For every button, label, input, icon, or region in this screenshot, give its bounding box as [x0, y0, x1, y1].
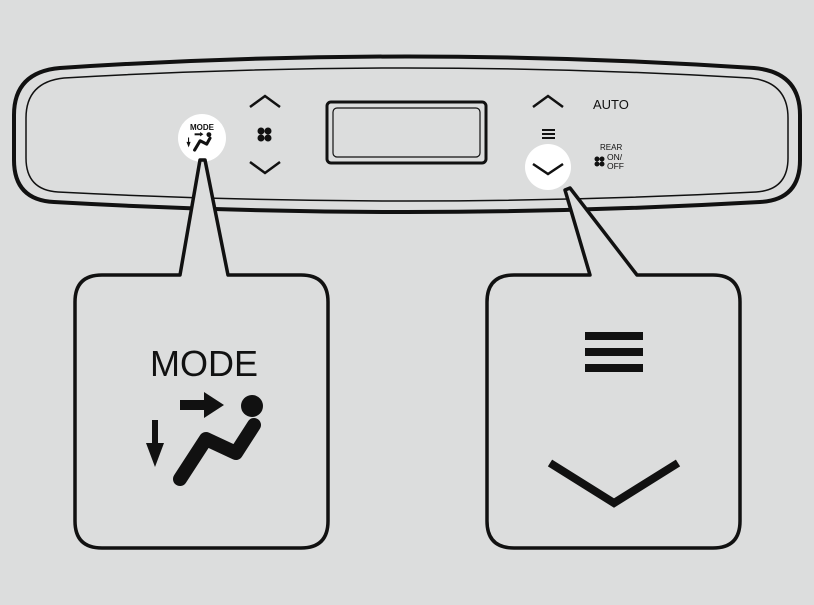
callout-menu-lines-icon	[585, 332, 643, 372]
airflow-mode-icon	[186, 132, 212, 152]
rear-on-off-button[interactable]: REAR ON/ OFF	[594, 143, 625, 171]
mode-button[interactable]: MODE	[178, 114, 226, 162]
callout-airflow-mode-icon	[146, 392, 263, 486]
temp-down-button[interactable]	[525, 144, 571, 190]
fan-up-button[interactable]	[249, 94, 281, 109]
rear-fan-icon	[594, 156, 605, 167]
temp-down-callout	[485, 186, 742, 550]
callout-chevron-down-icon	[547, 459, 681, 508]
temp-up-button[interactable]	[532, 94, 564, 109]
fan-down-button[interactable]	[249, 160, 281, 175]
display-screen	[325, 100, 488, 165]
on-label: ON/	[607, 152, 623, 162]
off-label: OFF	[607, 161, 624, 171]
rear-label: REAR	[600, 143, 622, 152]
callout-mode-label: MODE	[150, 343, 258, 384]
auto-button[interactable]: AUTO	[593, 97, 629, 112]
menu-lines-icon	[542, 129, 555, 139]
control-panel	[12, 54, 802, 214]
fan-icon	[257, 127, 272, 142]
mode-button-label: MODE	[190, 123, 215, 132]
mode-callout: MODE	[73, 158, 330, 550]
